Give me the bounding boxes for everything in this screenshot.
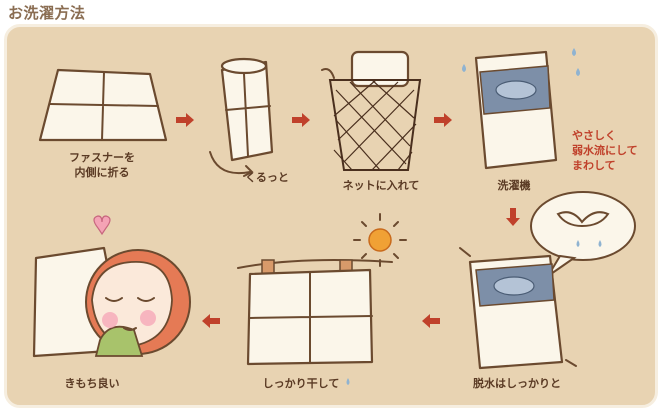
step-5-label: 脱水はしっかりと (473, 377, 561, 390)
arrow-1-2 (176, 113, 194, 127)
washing-machine-icon (462, 48, 580, 170)
spin-dry-machine-icon (459, 247, 577, 370)
page-title: お洗濯方法 (8, 4, 86, 22)
step-1-label-line2: 内側に折る (74, 166, 130, 179)
step-2-label: くるっと (245, 171, 289, 184)
arrow-3-4 (434, 113, 452, 127)
note-line-3: まわして (572, 159, 616, 172)
laundry-net-icon (321, 50, 422, 171)
sun-icon (353, 213, 407, 267)
gentle-wash-note: やさしく 弱水流にして まわして (572, 128, 638, 173)
speech-bubble-icon (530, 191, 636, 277)
arrow-4-5 (506, 208, 520, 226)
arrow-5-6 (422, 314, 440, 328)
sleeping-girl-icon (32, 215, 191, 358)
folded-duvet-icon (38, 68, 168, 142)
step-7-label: きもち良い (64, 377, 120, 390)
step-1-label-line1: ファスナーを (69, 151, 135, 164)
step-4-label: 洗濯機 (497, 179, 531, 192)
step-3-label: ネットに入れて (342, 179, 420, 192)
rolled-duvet-icon (209, 57, 274, 177)
step-6-label: しっかり干して (262, 377, 340, 390)
note-line-2: 弱水流にして (572, 144, 638, 157)
drying-duvet-icon (237, 259, 393, 385)
note-line-1: やさしく (572, 129, 616, 142)
arrow-2-3 (292, 113, 310, 127)
step-1-label: ファスナーを 内側に折る (58, 150, 146, 180)
arrow-6-7 (202, 314, 220, 328)
